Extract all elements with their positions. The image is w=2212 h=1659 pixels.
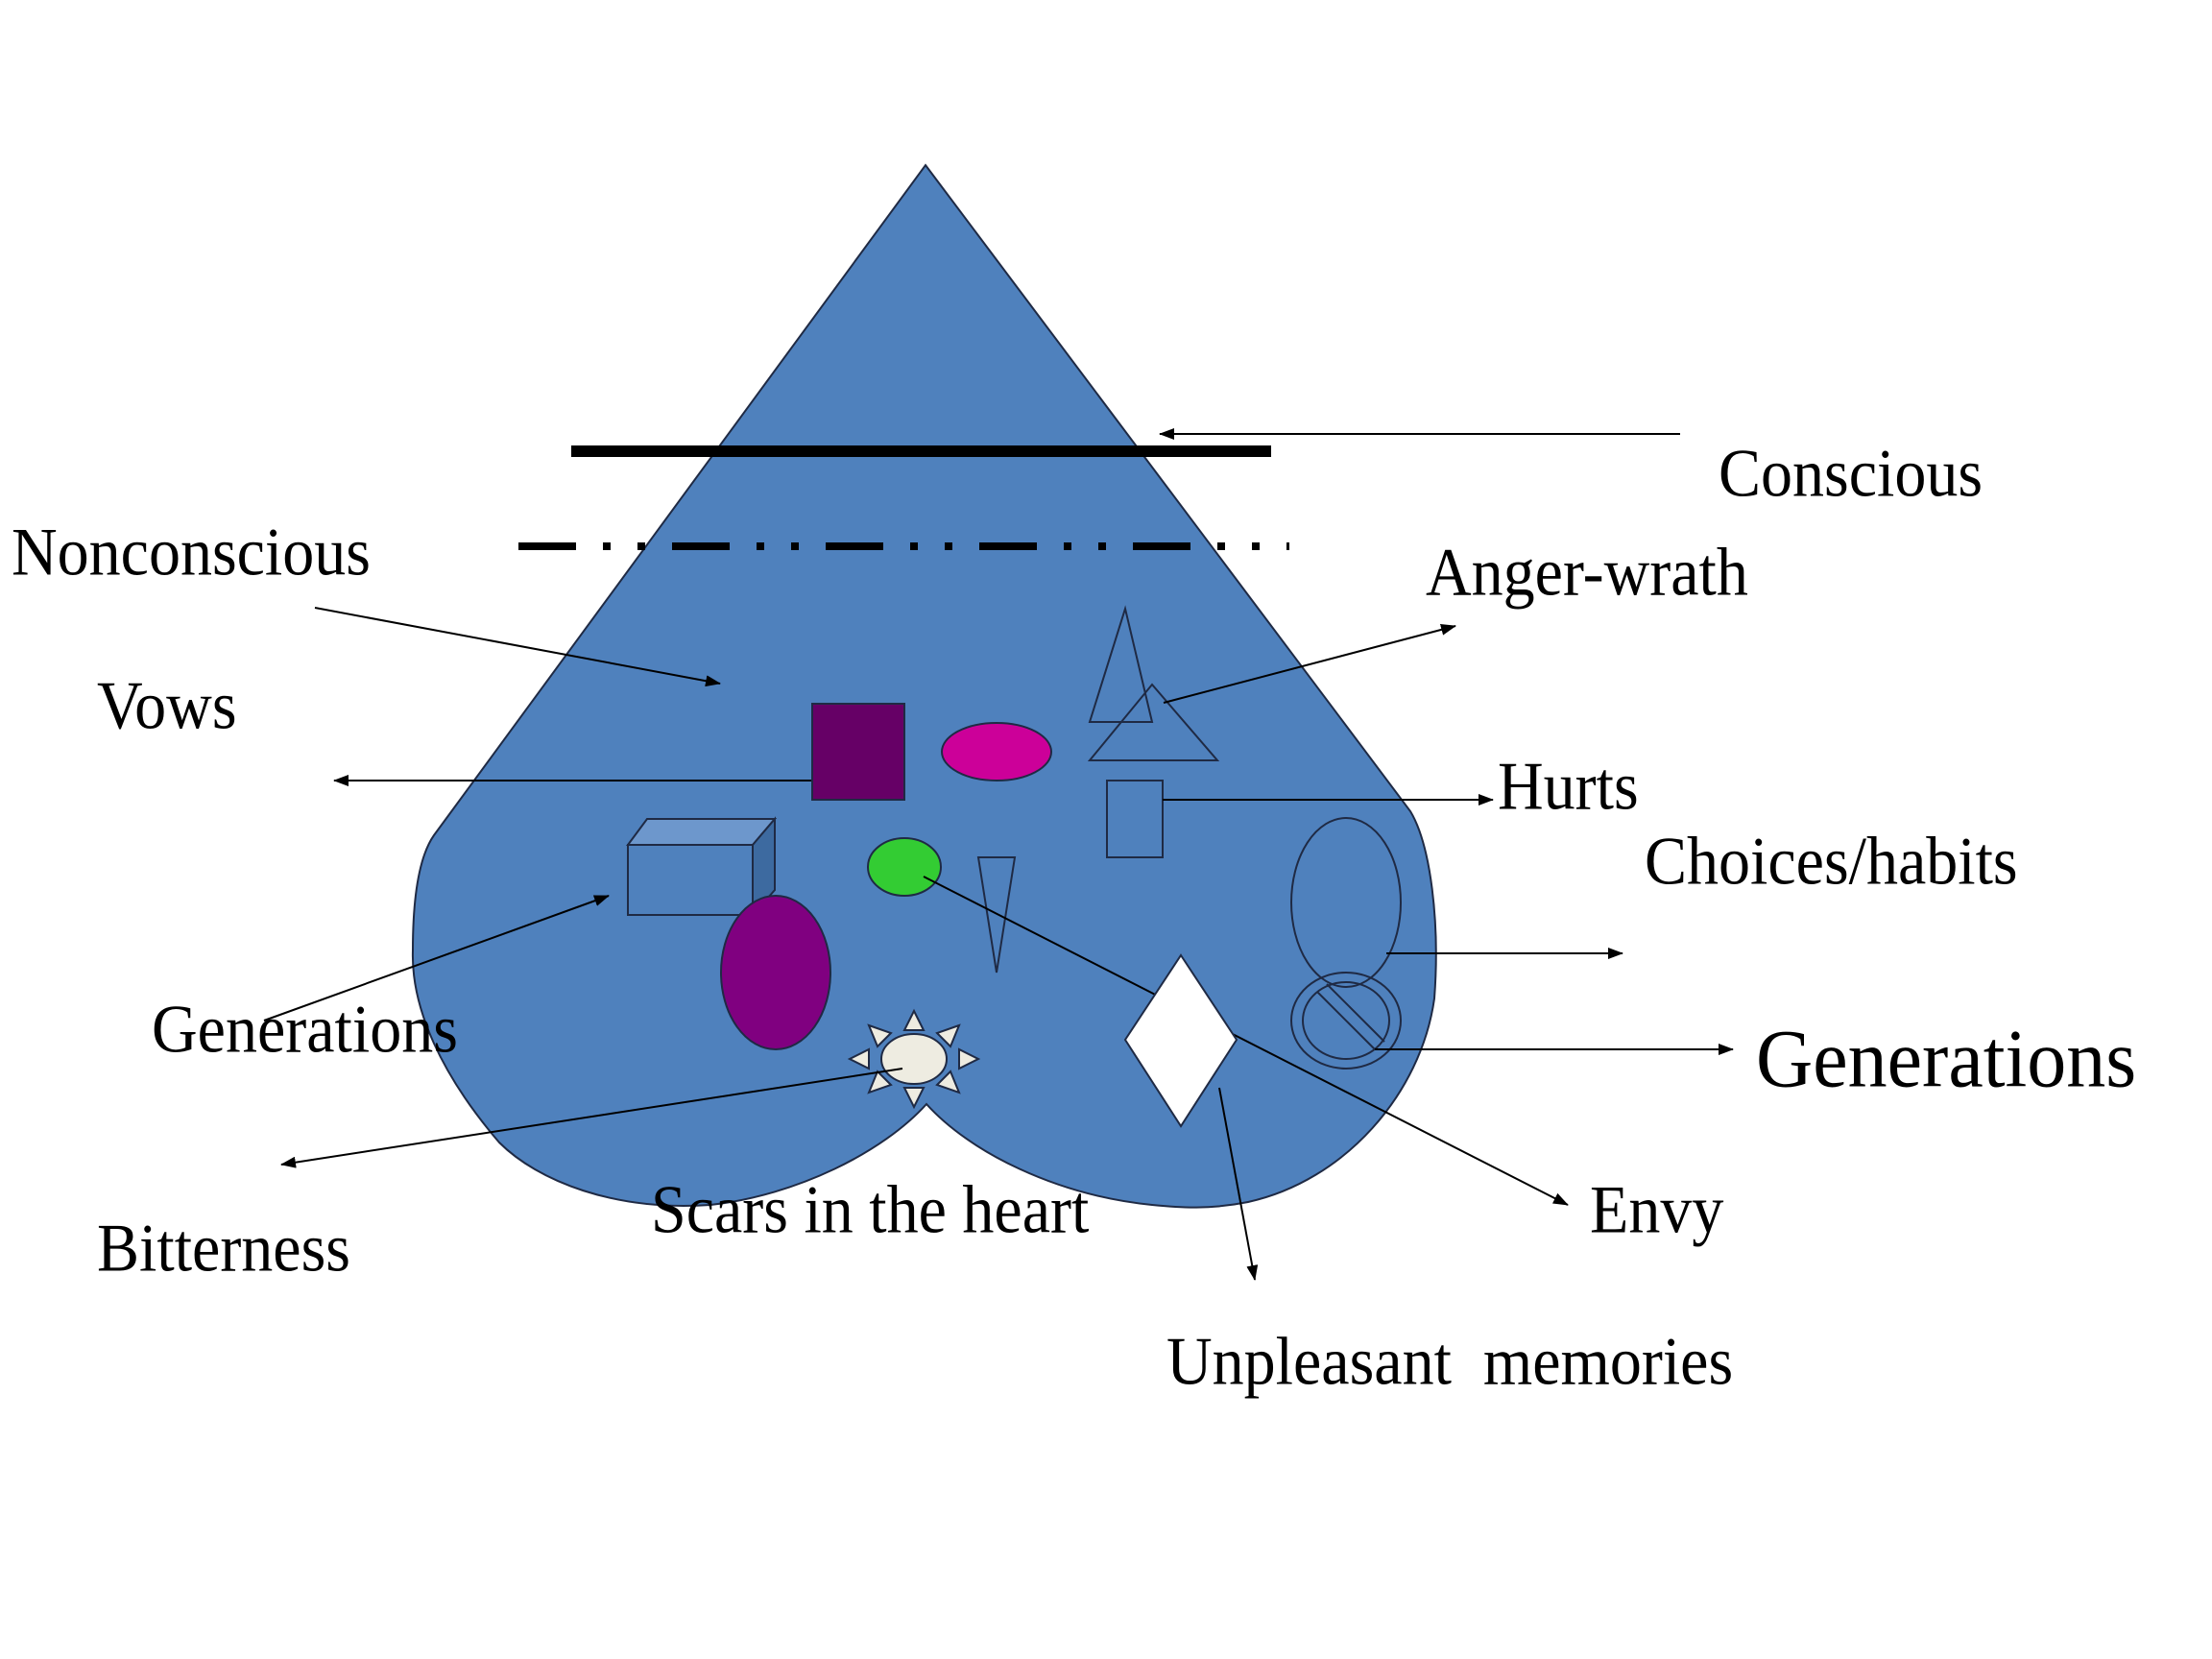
label-scars-in-the-heart: Scars in the heart — [651, 1171, 1090, 1248]
box-front-face — [627, 844, 754, 916]
label-conscious: Conscious — [1719, 435, 1984, 512]
vows-rectangle — [811, 703, 905, 801]
sun-core — [880, 1033, 948, 1085]
label-nonconscious: Nonconscious — [12, 514, 371, 590]
heart-shape — [411, 163, 1437, 1209]
memories-diamond — [1123, 953, 1238, 1128]
purple-ellipse — [720, 895, 831, 1050]
bitterness-sun — [847, 1008, 981, 1110]
sun-ray — [902, 1008, 926, 1031]
label-envy: Envy — [1590, 1171, 1724, 1248]
anger-wide-triangle — [1087, 683, 1220, 761]
magenta-ellipse — [941, 722, 1052, 781]
sun-ray — [867, 1023, 893, 1048]
sun-ray — [935, 1070, 961, 1094]
sun-ray — [958, 1047, 981, 1070]
anger-arrow — [1163, 624, 1456, 704]
label-generations-right: Generations — [1756, 1012, 2137, 1105]
box-top-face — [626, 818, 778, 846]
sun-ray — [847, 1047, 870, 1070]
sun-ray — [867, 1070, 893, 1094]
label-unpleasant-memories: Unpleasant memories — [1166, 1323, 1734, 1400]
label-choices-habits: Choices/habits — [1645, 823, 2018, 900]
generations-left-arrow — [263, 895, 610, 1022]
narrow-triangle — [976, 856, 1017, 974]
generations-box — [626, 816, 778, 918]
envy-arrow — [923, 876, 1569, 1206]
label-hurts: Hurts — [1498, 748, 1639, 825]
envy-circle — [867, 837, 942, 897]
label-anger-wrath: Anger-wrath — [1426, 534, 1748, 611]
bitterness-arrow — [280, 1068, 903, 1168]
memories-arrow — [1218, 1087, 1259, 1281]
generations-no-symbol — [1290, 972, 1402, 1070]
nonconscious-arrow — [314, 607, 721, 687]
sun-ray — [935, 1023, 961, 1048]
label-vows: Vows — [97, 667, 237, 744]
sun-ray — [902, 1087, 926, 1110]
label-bitterness: Bitterness — [97, 1210, 350, 1286]
label-generations-left: Generations — [152, 991, 458, 1068]
choices-ellipse — [1290, 817, 1402, 988]
hurts-rectangle — [1106, 780, 1164, 858]
